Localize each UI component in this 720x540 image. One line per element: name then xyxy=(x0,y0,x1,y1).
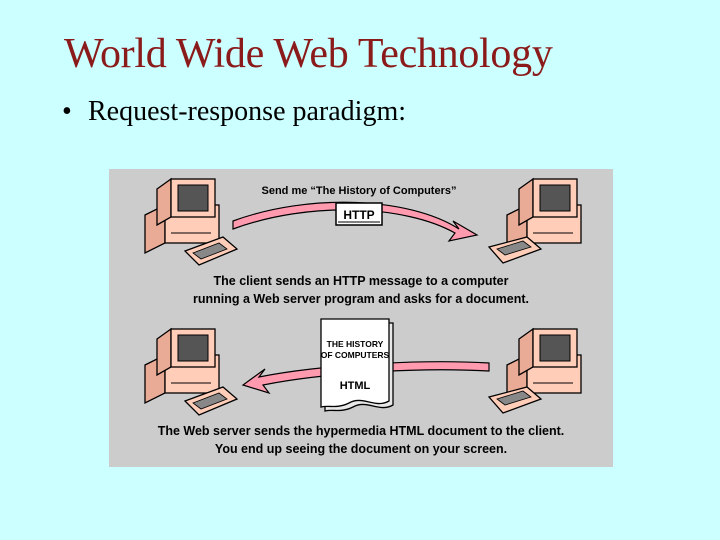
request-label: Send me “The History of Computers” xyxy=(262,185,457,197)
bullet-text: Request-response paradigm: xyxy=(88,96,407,127)
http-tag xyxy=(335,202,383,226)
document-title-line-1: THE HISTORY xyxy=(327,339,384,349)
response-arrow-icon xyxy=(241,361,490,395)
bottom-caption-line-1: The Web server sends the hypermedia HTML… xyxy=(158,424,565,438)
top-caption-line-2: running a Web server program and asks fo… xyxy=(193,292,529,306)
bottom-caption-line-2: You end up seeing the document on your s… xyxy=(215,442,507,456)
document-type-label: HTML xyxy=(340,380,371,392)
document-icon xyxy=(320,318,394,412)
request-arrow-icon xyxy=(232,201,479,242)
document-title-line-2: OF COMPUTERS xyxy=(321,350,390,360)
request-response-diagram: HTTP Send me “The History of Computers” … xyxy=(109,169,613,467)
bullet-dot: • xyxy=(62,96,72,127)
slide-title: World Wide Web Technology xyxy=(64,31,553,77)
http-label: HTTP xyxy=(343,208,374,222)
bullet-item: • Request-response paradigm: xyxy=(62,96,406,128)
top-caption-line-1: The client sends an HTTP message to a co… xyxy=(214,274,509,288)
